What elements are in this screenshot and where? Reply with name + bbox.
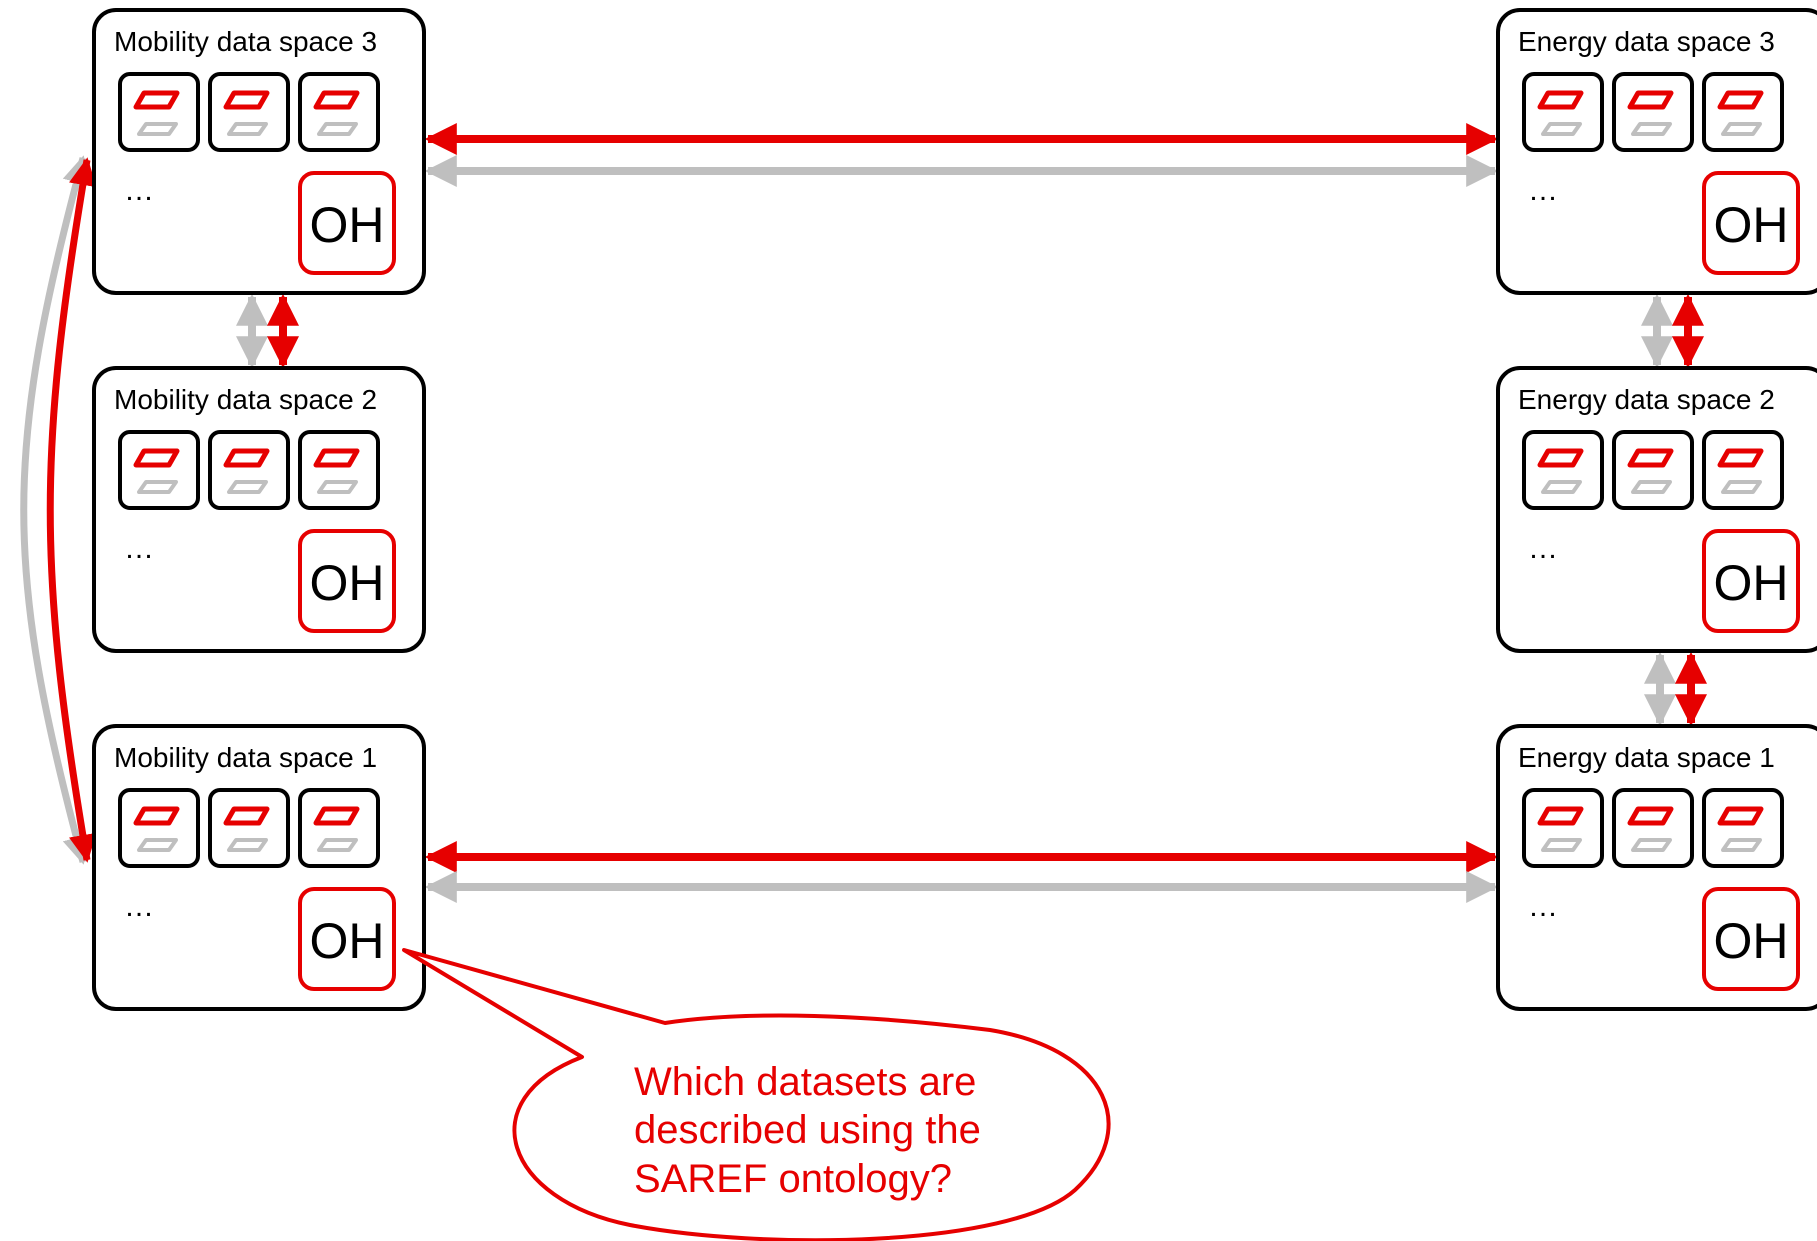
- data-space-title: Mobility data space 2: [114, 384, 377, 415]
- dataset-icon: [1537, 448, 1584, 494]
- ontology-hub-label[interactable]: OH: [1714, 197, 1789, 253]
- data-space-title: Energy data space 1: [1518, 742, 1775, 773]
- ellipsis-label: …: [1528, 890, 1558, 923]
- dataset-icon: [1717, 448, 1764, 494]
- dataset-tile: [298, 72, 380, 152]
- dataset-icon: [1537, 806, 1584, 852]
- ontology-hub-label[interactable]: OH: [310, 555, 385, 611]
- dataset-tile: [298, 430, 380, 510]
- dataset-icon: [133, 806, 180, 852]
- dataset-icon: [223, 806, 270, 852]
- dataset-icon: [1717, 806, 1764, 852]
- energy-data-space-2[interactable]: Energy data space 2 … OH: [1496, 366, 1817, 653]
- dataset-row: [118, 788, 380, 868]
- ontology-hub-frame: [1702, 171, 1800, 275]
- energy-data-space-3[interactable]: Energy data space 3 … OH: [1496, 8, 1817, 295]
- dataset-icon: [1627, 448, 1674, 494]
- ontology-hub-label[interactable]: OH: [310, 913, 385, 969]
- dataset-tile: [1702, 72, 1784, 152]
- dataset-row: [118, 72, 380, 152]
- callout-bubble: [402, 948, 1111, 1241]
- link-mobility3-mobility1-red: [46, 157, 97, 863]
- dataset-icon: [1627, 90, 1674, 136]
- data-space-title: Mobility data space 1: [114, 742, 377, 773]
- mobility-data-space-2[interactable]: Mobility data space 2 … OH: [92, 366, 426, 653]
- dataset-icon: [223, 90, 270, 136]
- dataset-tile: [118, 72, 200, 152]
- dataset-tile: [208, 788, 290, 868]
- ellipsis-label: …: [1528, 532, 1558, 565]
- dataset-tile: [1522, 430, 1604, 510]
- data-space-title: Energy data space 2: [1518, 384, 1775, 415]
- dataset-tile: [208, 72, 290, 152]
- dataset-icon: [1717, 90, 1764, 136]
- callout-line-3: SAREF ontology?: [634, 1157, 952, 1201]
- ellipsis-label: …: [124, 890, 154, 923]
- ontology-hub-frame: [1702, 887, 1800, 991]
- dataset-tile: [208, 430, 290, 510]
- mobility-data-space-3[interactable]: Mobility data space 3 … OH: [92, 8, 426, 295]
- question-callout: Which datasets are described using the S…: [402, 948, 1111, 1241]
- energy-data-space-1[interactable]: Energy data space 1 … OH: [1496, 724, 1817, 1011]
- data-space-title: Energy data space 3: [1518, 26, 1775, 57]
- dataset-icon: [223, 448, 270, 494]
- ontology-hub-frame: [1702, 529, 1800, 633]
- ontology-hub-frame: [298, 887, 396, 991]
- dataset-icon: [1627, 806, 1674, 852]
- dataset-icon: [313, 806, 360, 852]
- dataset-icon: [313, 448, 360, 494]
- dataset-tile: [118, 788, 200, 868]
- dataset-tile: [1612, 788, 1694, 868]
- dataset-tile: [1702, 788, 1784, 868]
- dataset-row: [1522, 788, 1784, 868]
- connectors: [20, 123, 1707, 903]
- dataset-tile: [1522, 788, 1604, 868]
- dataset-tile: [298, 788, 380, 868]
- ontology-hub-frame: [298, 529, 396, 633]
- dataset-icon: [133, 90, 180, 136]
- ontology-hub-frame: [298, 171, 396, 275]
- link-mobility3-mobility1-gray: [20, 155, 90, 865]
- dataset-tile: [1612, 72, 1694, 152]
- dataset-icon: [1537, 90, 1584, 136]
- dataset-tile: [1612, 430, 1694, 510]
- data-space-title: Mobility data space 3: [114, 26, 377, 57]
- ellipsis-label: …: [124, 174, 154, 207]
- dataset-tile: [1702, 430, 1784, 510]
- callout-line-2: described using the: [634, 1108, 981, 1152]
- callout-line-1: Which datasets are: [634, 1060, 976, 1104]
- dataset-tile: [118, 430, 200, 510]
- dataset-icon: [313, 90, 360, 136]
- ellipsis-label: …: [1528, 174, 1558, 207]
- ellipsis-label: …: [124, 532, 154, 565]
- dataset-icon: [133, 448, 180, 494]
- dataset-tile: [1522, 72, 1604, 152]
- dataset-row: [1522, 72, 1784, 152]
- dataset-row: [118, 430, 380, 510]
- ontology-hub-label[interactable]: OH: [310, 197, 385, 253]
- ontology-hub-label[interactable]: OH: [1714, 913, 1789, 969]
- dataset-row: [1522, 430, 1784, 510]
- mobility-data-space-1[interactable]: Mobility data space 1 … OH: [92, 724, 426, 1011]
- ontology-hub-label[interactable]: OH: [1714, 555, 1789, 611]
